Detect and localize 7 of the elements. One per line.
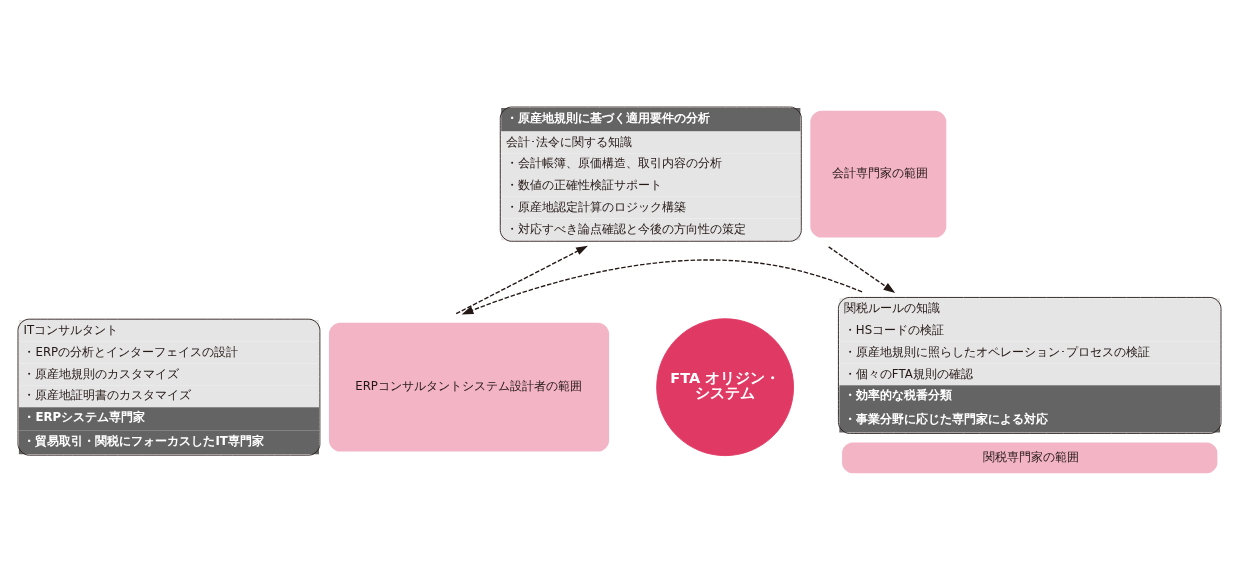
node-label: 関税専門家の範囲	[983, 449, 1080, 464]
node-label: 会計専門家の範囲	[831, 165, 928, 180]
arrow	[455, 245, 588, 314]
node-circle: FTA オリジン・システム	[656, 317, 794, 456]
arrow	[461, 258, 863, 314]
arrow	[828, 245, 896, 293]
node-label: ERPコンサルタントシステム設計者の範囲	[355, 378, 582, 393]
